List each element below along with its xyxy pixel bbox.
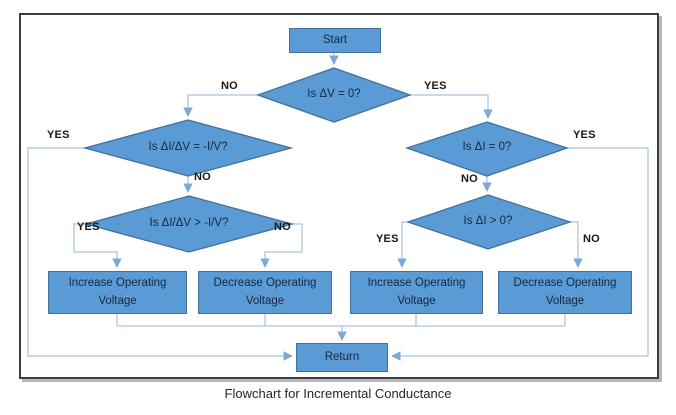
caption: Flowchart for Incremental Conductance — [224, 386, 452, 401]
decision-di-zero-label: Is ΔI = 0? — [462, 141, 512, 153]
edge-label-dv-yes: YES — [424, 80, 447, 92]
edge-label-didv-gt-yes: YES — [77, 221, 100, 233]
edge-didv-gt-yes — [73, 223, 122, 268]
edge-di-zero-yes-to-return — [391, 147, 649, 361]
edge-label-di-gt-yes: YES — [376, 233, 399, 245]
diagram-frame-border — [19, 13, 659, 379]
return-node: Return — [296, 343, 388, 372]
edge-label-didv-gt-no: NO — [274, 221, 291, 233]
decision-didv-gt-label: Is ΔI/ΔV > -I/V? — [149, 217, 229, 229]
decision-di-gt-shape — [405, 194, 573, 250]
edge-didv-eq-yes-to-return — [27, 147, 293, 361]
increase-voltage-right-box: Increase Operating Voltage — [350, 271, 483, 314]
edge-dv-no — [183, 94, 258, 117]
edge-label-di-gt-no: NO — [583, 233, 600, 245]
decision-di-gt-label: Is ΔI > 0? — [463, 215, 513, 227]
edge-label-didv-eq-yes: YES — [47, 129, 70, 141]
edge-di-gt-no — [570, 221, 583, 268]
decision-didv-eq-shape — [82, 119, 294, 177]
decrease-voltage-left-box: Decrease Operating Voltage — [198, 271, 332, 314]
edge-didv-gt-no — [260, 223, 303, 268]
decision-dv-zero-label: Is ΔV = 0? — [307, 88, 361, 100]
edge-label-dv-no: NO — [221, 80, 238, 92]
edge-label-di-zero-yes: YES — [573, 129, 596, 141]
decision-didv-gt-shape — [83, 195, 295, 253]
edge-label-didv-eq-no: NO — [194, 171, 211, 183]
decrease-voltage-right-box: Decrease Operating Voltage — [498, 271, 632, 314]
increase-voltage-left-box: Increase Operating Voltage — [48, 271, 187, 314]
edge-di-gt-yes — [397, 221, 408, 268]
edge-dv-yes — [410, 94, 493, 119]
decision-dv-zero-shape — [256, 67, 412, 123]
edge-label-di-zero-no: NO — [461, 173, 478, 185]
start-node: Start — [289, 28, 381, 53]
decision-di-zero-shape — [404, 121, 570, 177]
decision-didv-eq-label: Is ΔI/ΔV = -I/V? — [148, 141, 228, 153]
